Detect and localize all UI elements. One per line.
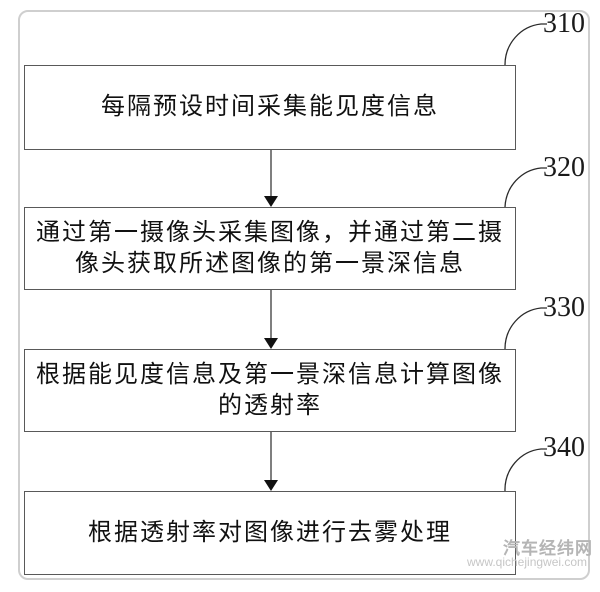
watermark-site-name: 汽车经纬网 — [503, 539, 593, 558]
step-box-310: 每隔预设时间采集能见度信息 — [24, 65, 516, 150]
watermark-site-url: www.qichejingwei.com — [467, 555, 588, 569]
step-text-line: 根据能见度信息及第一景深信息计算图像 — [36, 361, 504, 388]
step-box-320: 通过第一摄像头采集图像，并通过第二摄 像头获取所述图像的第一景深信息 — [24, 207, 516, 290]
step-text-line: 的透射率 — [218, 392, 322, 419]
step-box-340: 根据透射率对图像进行去雾处理 — [24, 491, 516, 575]
ref-label-340: 340 — [543, 432, 585, 463]
ref-label-310: 310 — [543, 8, 585, 39]
step-text-line: 每隔预设时间采集能见度信息 — [101, 94, 439, 120]
step-text-line: 像头获取所述图像的第一景深信息 — [75, 250, 465, 277]
ref-label-320: 320 — [543, 152, 585, 183]
ref-label-330: 330 — [543, 292, 585, 323]
step-text-line: 根据透射率对图像进行去雾处理 — [88, 519, 452, 546]
step-box-330: 根据能见度信息及第一景深信息计算图像 的透射率 — [24, 349, 516, 432]
step-text-line: 通过第一摄像头采集图像，并通过第二摄 — [36, 219, 504, 246]
